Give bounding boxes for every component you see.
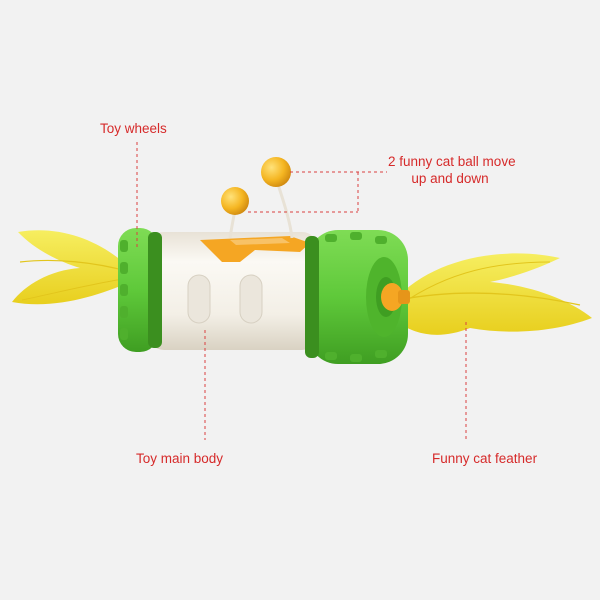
orange-track [200, 236, 310, 262]
orange-end-cap [381, 283, 410, 311]
left-wheel [118, 228, 162, 352]
label-feather: Funny cat feather [432, 451, 538, 466]
cat-ball-2 [221, 187, 249, 215]
cat-ball-1 [261, 157, 291, 187]
label-toy-wheels: Toy wheels [100, 121, 167, 136]
label-cat-balls-line2: up and down [411, 171, 489, 186]
left-feather [12, 230, 131, 305]
label-cat-balls: 2 funny cat ball move up and down [388, 153, 516, 187]
cat-balls [221, 157, 291, 215]
label-cat-balls-line1: 2 funny cat ball move [388, 154, 516, 169]
label-main-body: Toy main body [136, 451, 224, 466]
right-feather [395, 253, 592, 335]
leader-lines [136, 142, 467, 440]
toy-main-body [148, 232, 318, 350]
